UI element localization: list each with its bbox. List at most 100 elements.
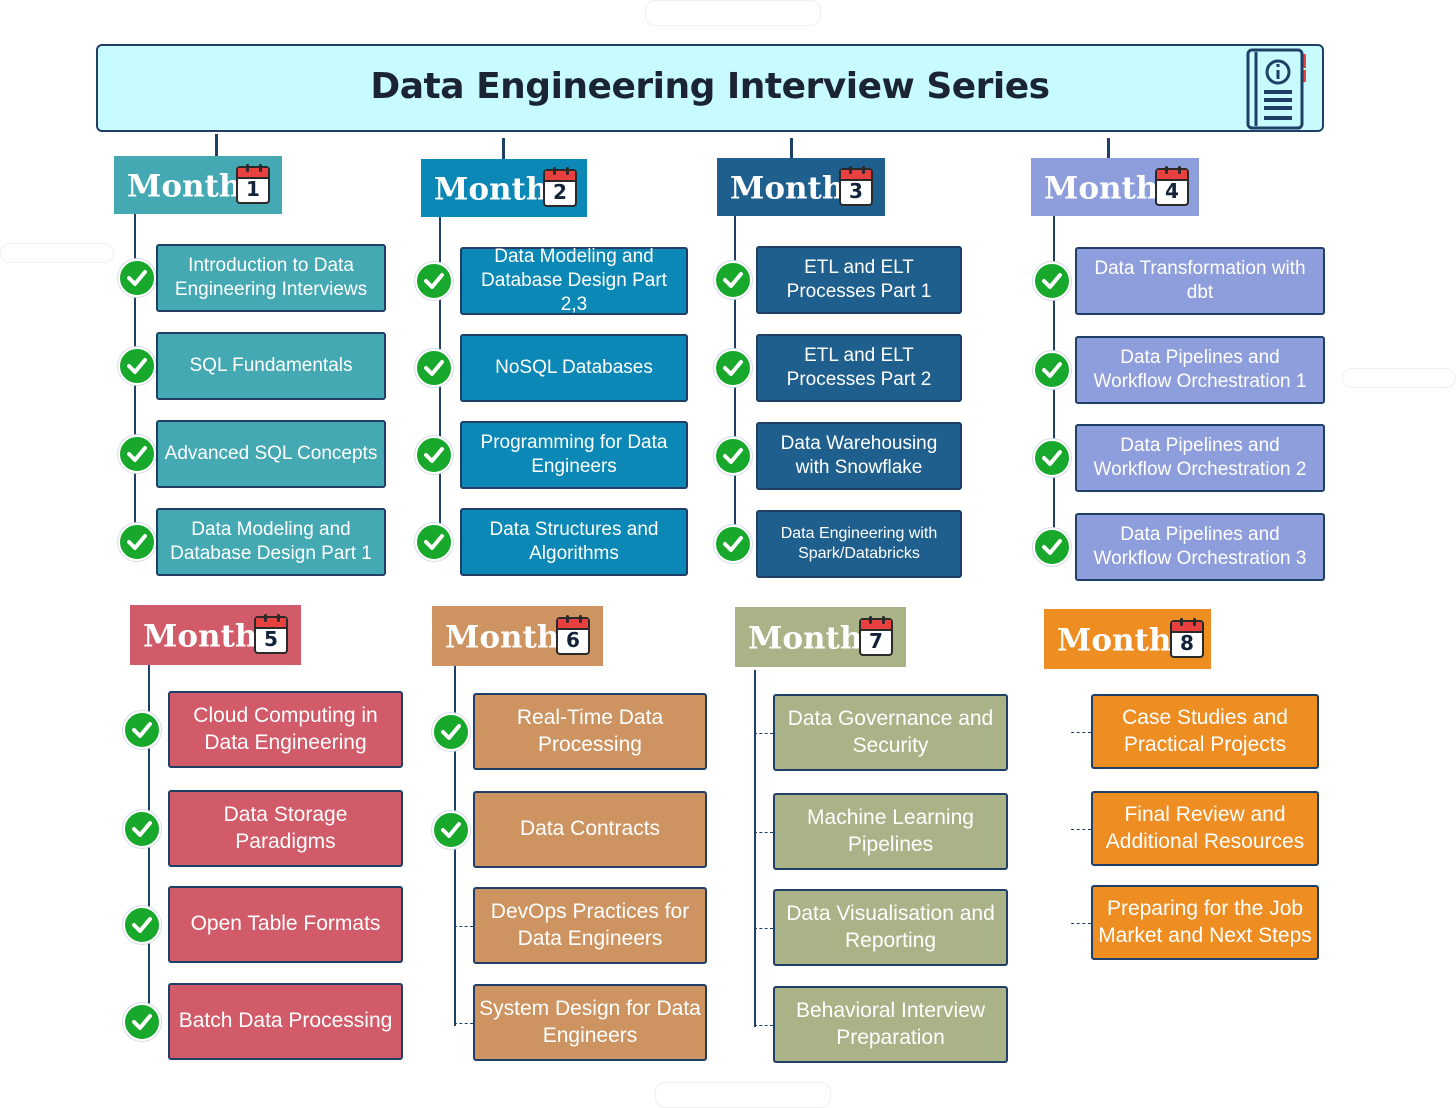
topic-box: Case Studies and Practical Projects [1091, 694, 1319, 769]
month-number: 2 [553, 180, 567, 204]
calendar-ring [579, 615, 582, 623]
banner-connector [502, 138, 505, 159]
topic-label: Batch Data Processing [178, 1009, 393, 1033]
topic-box: Data Contracts [473, 791, 707, 868]
calendar-icon: 1 [236, 164, 270, 204]
calendar-icon: 4 [1155, 166, 1189, 206]
topic-label: Data Governance and Security [787, 707, 994, 757]
checkmark-icon [1033, 439, 1071, 477]
topic-connector [454, 925, 473, 927]
checkmark-icon [432, 810, 470, 849]
calendar-icon: 3 [839, 166, 873, 206]
calendar-ring [1180, 618, 1183, 626]
topic-connector [1071, 922, 1091, 924]
topic-label: ETL and ELT Processes Part 1 [786, 257, 932, 302]
topic-box: Real-Time Data Processing [473, 693, 707, 770]
topic-label: Data Structures and Algorithms [489, 519, 659, 564]
topic-label: DevOps Practices for Data Engineers [490, 900, 690, 950]
topic-label: SQL Fundamentals [189, 355, 353, 377]
topic-label: Data Warehousing with Snowflake [780, 433, 938, 478]
month-7-timeline [754, 670, 756, 1027]
calendar-ring [869, 616, 872, 624]
checkmark-icon [123, 1002, 161, 1041]
calendar-ring [264, 614, 267, 622]
topic-label: Data Visualisation and Reporting [786, 902, 995, 952]
decorative-frame [645, 0, 821, 26]
calendar-ring [1165, 166, 1168, 174]
month-label: Month [748, 620, 863, 657]
topic-connector [454, 1022, 473, 1024]
topic-box: Data Governance and Security [773, 694, 1008, 771]
topic-box: Data Warehousing with Snowflake [756, 422, 962, 490]
topic-box: Data Pipelines and Workflow Orchestratio… [1075, 424, 1325, 492]
topic-label: Machine Learning Pipelines [807, 806, 974, 856]
topic-box: ETL and ELT Processes Part 2 [756, 334, 962, 402]
calendar-icon: 6 [556, 615, 590, 655]
calendar-header-strip [841, 170, 871, 181]
topic-box: Introduction to Data Engineering Intervi… [156, 244, 386, 312]
decorative-frame [0, 243, 114, 263]
topic-label: Data Transformation with dbt [1094, 258, 1306, 303]
topic-label: Data Engineering with Spark/Databricks [780, 525, 938, 562]
checkmark-icon [118, 435, 156, 473]
calendar-ring [862, 166, 865, 174]
topic-label: ETL and ELT Processes Part 2 [786, 345, 932, 390]
checkmark-icon [714, 349, 752, 387]
calendar-header-strip [1157, 170, 1187, 181]
calendar-ring [882, 616, 885, 624]
topic-box: SQL Fundamentals [156, 332, 386, 400]
month-number: 7 [869, 629, 883, 653]
topic-label: Data Pipelines and Workflow Orchestratio… [1093, 435, 1307, 480]
title-banner: Data Engineering Interview Series [96, 44, 1324, 132]
calendar-icon: 5 [254, 614, 288, 654]
month-number: 1 [246, 177, 260, 201]
month-label: Month [445, 619, 560, 656]
topic-box: Machine Learning Pipelines [773, 793, 1008, 870]
checkmark-icon [1033, 528, 1071, 566]
topic-box: DevOps Practices for Data Engineers [473, 887, 707, 964]
checkmark-icon [123, 710, 161, 749]
checkmark-icon [415, 436, 453, 474]
topic-box: ETL and ELT Processes Part 1 [756, 246, 962, 314]
topic-box: Data Engineering with Spark/Databricks [756, 510, 962, 578]
checkmark-icon [415, 349, 453, 387]
topic-box: Cloud Computing in Data Engineering [168, 691, 403, 768]
topic-label: Data Contracts [519, 817, 661, 841]
checkmark-icon [1033, 351, 1071, 389]
decorative-frame [655, 1082, 831, 1108]
topic-label: Data Storage Paradigms [223, 803, 348, 853]
topic-label: Data Pipelines and Workflow Orchestratio… [1093, 524, 1307, 569]
topic-label: Case Studies and Practical Projects [1122, 706, 1288, 756]
calendar-ring [1193, 618, 1196, 626]
checkmark-icon [118, 523, 156, 561]
topic-label: NoSQL Databases [495, 357, 653, 379]
topic-box: Data Modeling and Database Design Part 2… [460, 246, 688, 315]
calendar-header-strip [1172, 622, 1202, 633]
topic-label: Real-Time Data Processing [516, 706, 664, 756]
checkmark-icon [1033, 262, 1071, 300]
topic-box: Data Transformation with dbt [1075, 247, 1325, 315]
calendar-header-strip [256, 618, 286, 629]
calendar-ring [849, 166, 852, 174]
topic-label: System Design for Data Engineers [479, 997, 701, 1047]
calendar-header-strip [558, 619, 588, 630]
calendar-header-strip [861, 620, 891, 631]
page-title: Data Engineering Interview Series [370, 66, 1050, 107]
calendar-ring [566, 167, 569, 175]
topic-label: Data Modeling and Database Design Part 1 [170, 519, 372, 564]
calendar-ring [259, 164, 262, 172]
topic-box: Final Review and Additional Resources [1091, 791, 1319, 866]
checkmark-icon [714, 525, 752, 563]
month-label: Month [127, 168, 242, 205]
month-number: 8 [1180, 631, 1194, 655]
calendar-ring [553, 167, 556, 175]
calendar-ring [566, 615, 569, 623]
topic-connector [754, 1024, 773, 1026]
calendar-header-strip [545, 171, 575, 182]
